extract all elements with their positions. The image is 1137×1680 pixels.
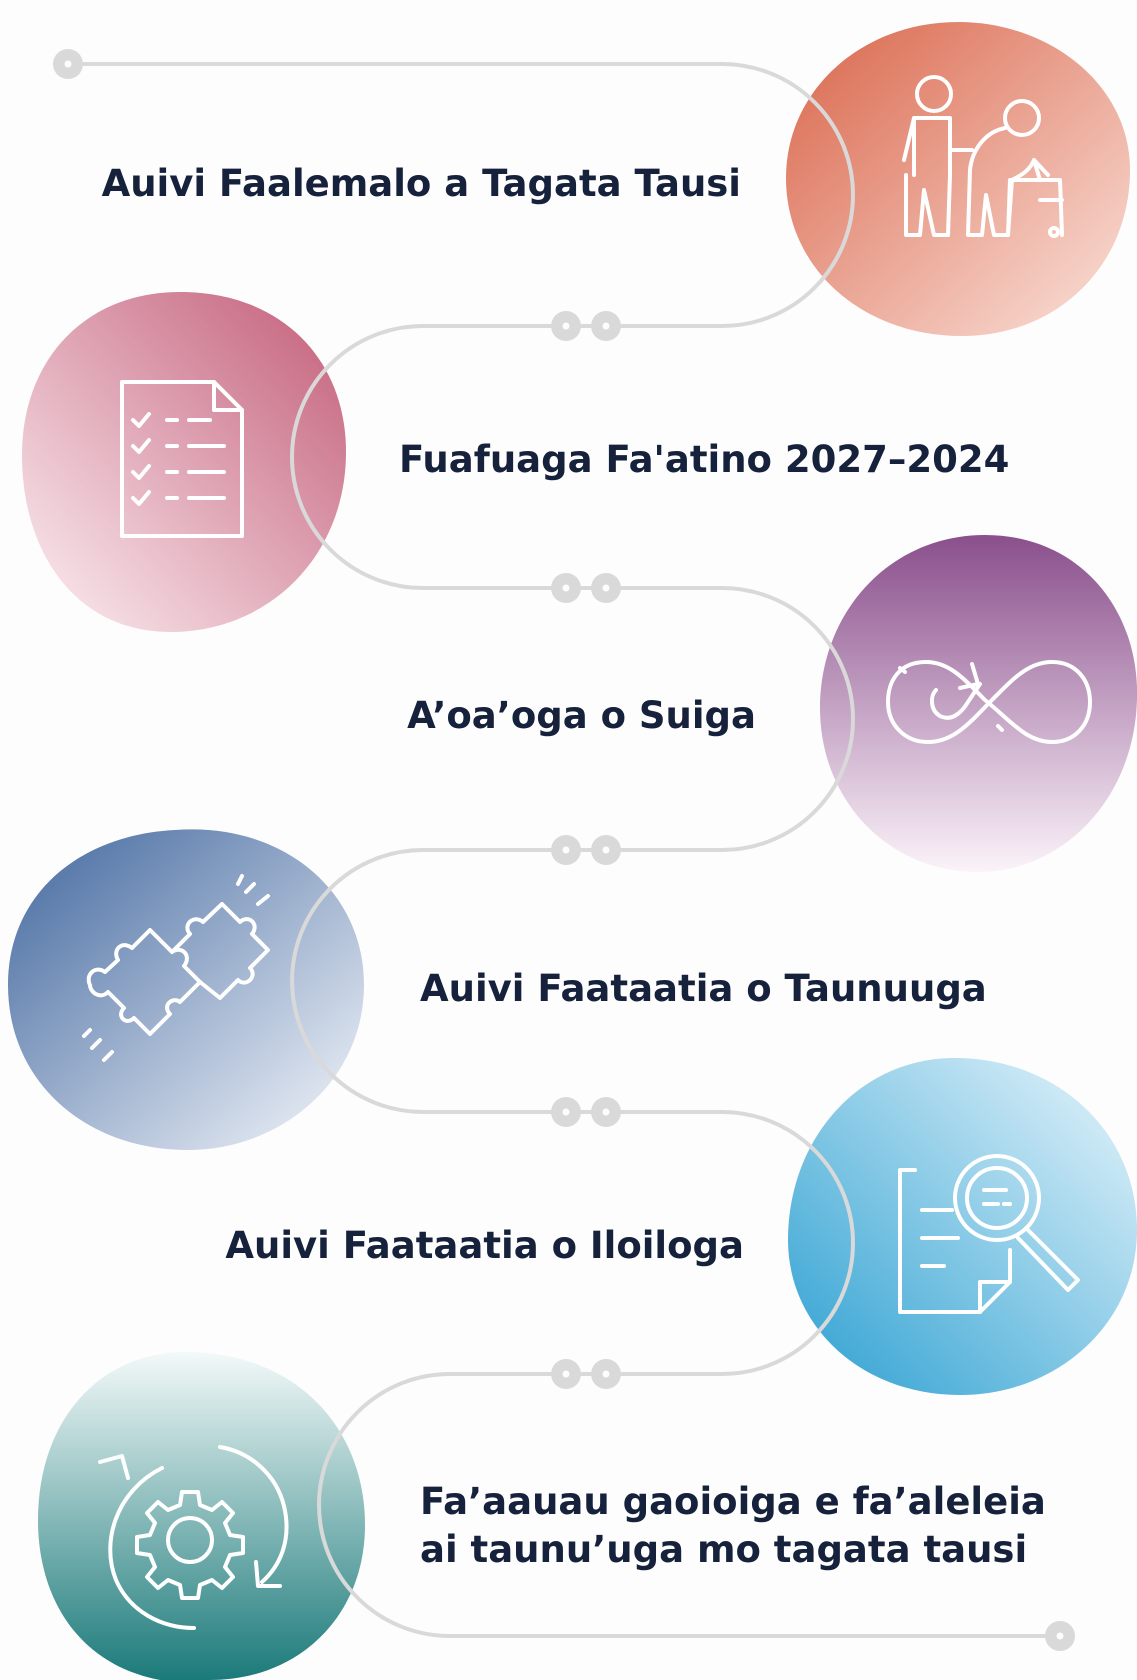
step-4-title: Auivi Faataatia o Taunuuga [420, 967, 987, 1010]
step-5-title: Auivi Faataatia o Iloiloga [225, 1224, 744, 1267]
step-2-blob [22, 292, 346, 632]
step-6-blob [38, 1352, 365, 1680]
step-1-blob [786, 22, 1130, 336]
step-6-title: Fa’aauau gaoioiga e fa’aleleia ai taunu’… [420, 1480, 1046, 1571]
document-magnifier-icon [898, 1154, 1080, 1314]
gear-refresh-cycle-icon [98, 1445, 289, 1630]
step-5-blob [788, 1058, 1137, 1395]
puzzle-pieces-icon [82, 874, 270, 1062]
checklist-document-icon [120, 380, 244, 538]
step-2-title: Fuafuaga Fa'atino 2027–2024 [399, 438, 1010, 481]
step-1-title: Auivi Faalemalo a Tagata Tausi [101, 162, 741, 205]
step-3-title: A’oa’oga o Suiga [407, 694, 756, 737]
step-4-blob [8, 829, 364, 1150]
caregiver-elderly-walker-icon [902, 75, 1064, 238]
step-3-blob [820, 535, 1137, 872]
infinity-loop-arrow-icon [886, 660, 1092, 744]
